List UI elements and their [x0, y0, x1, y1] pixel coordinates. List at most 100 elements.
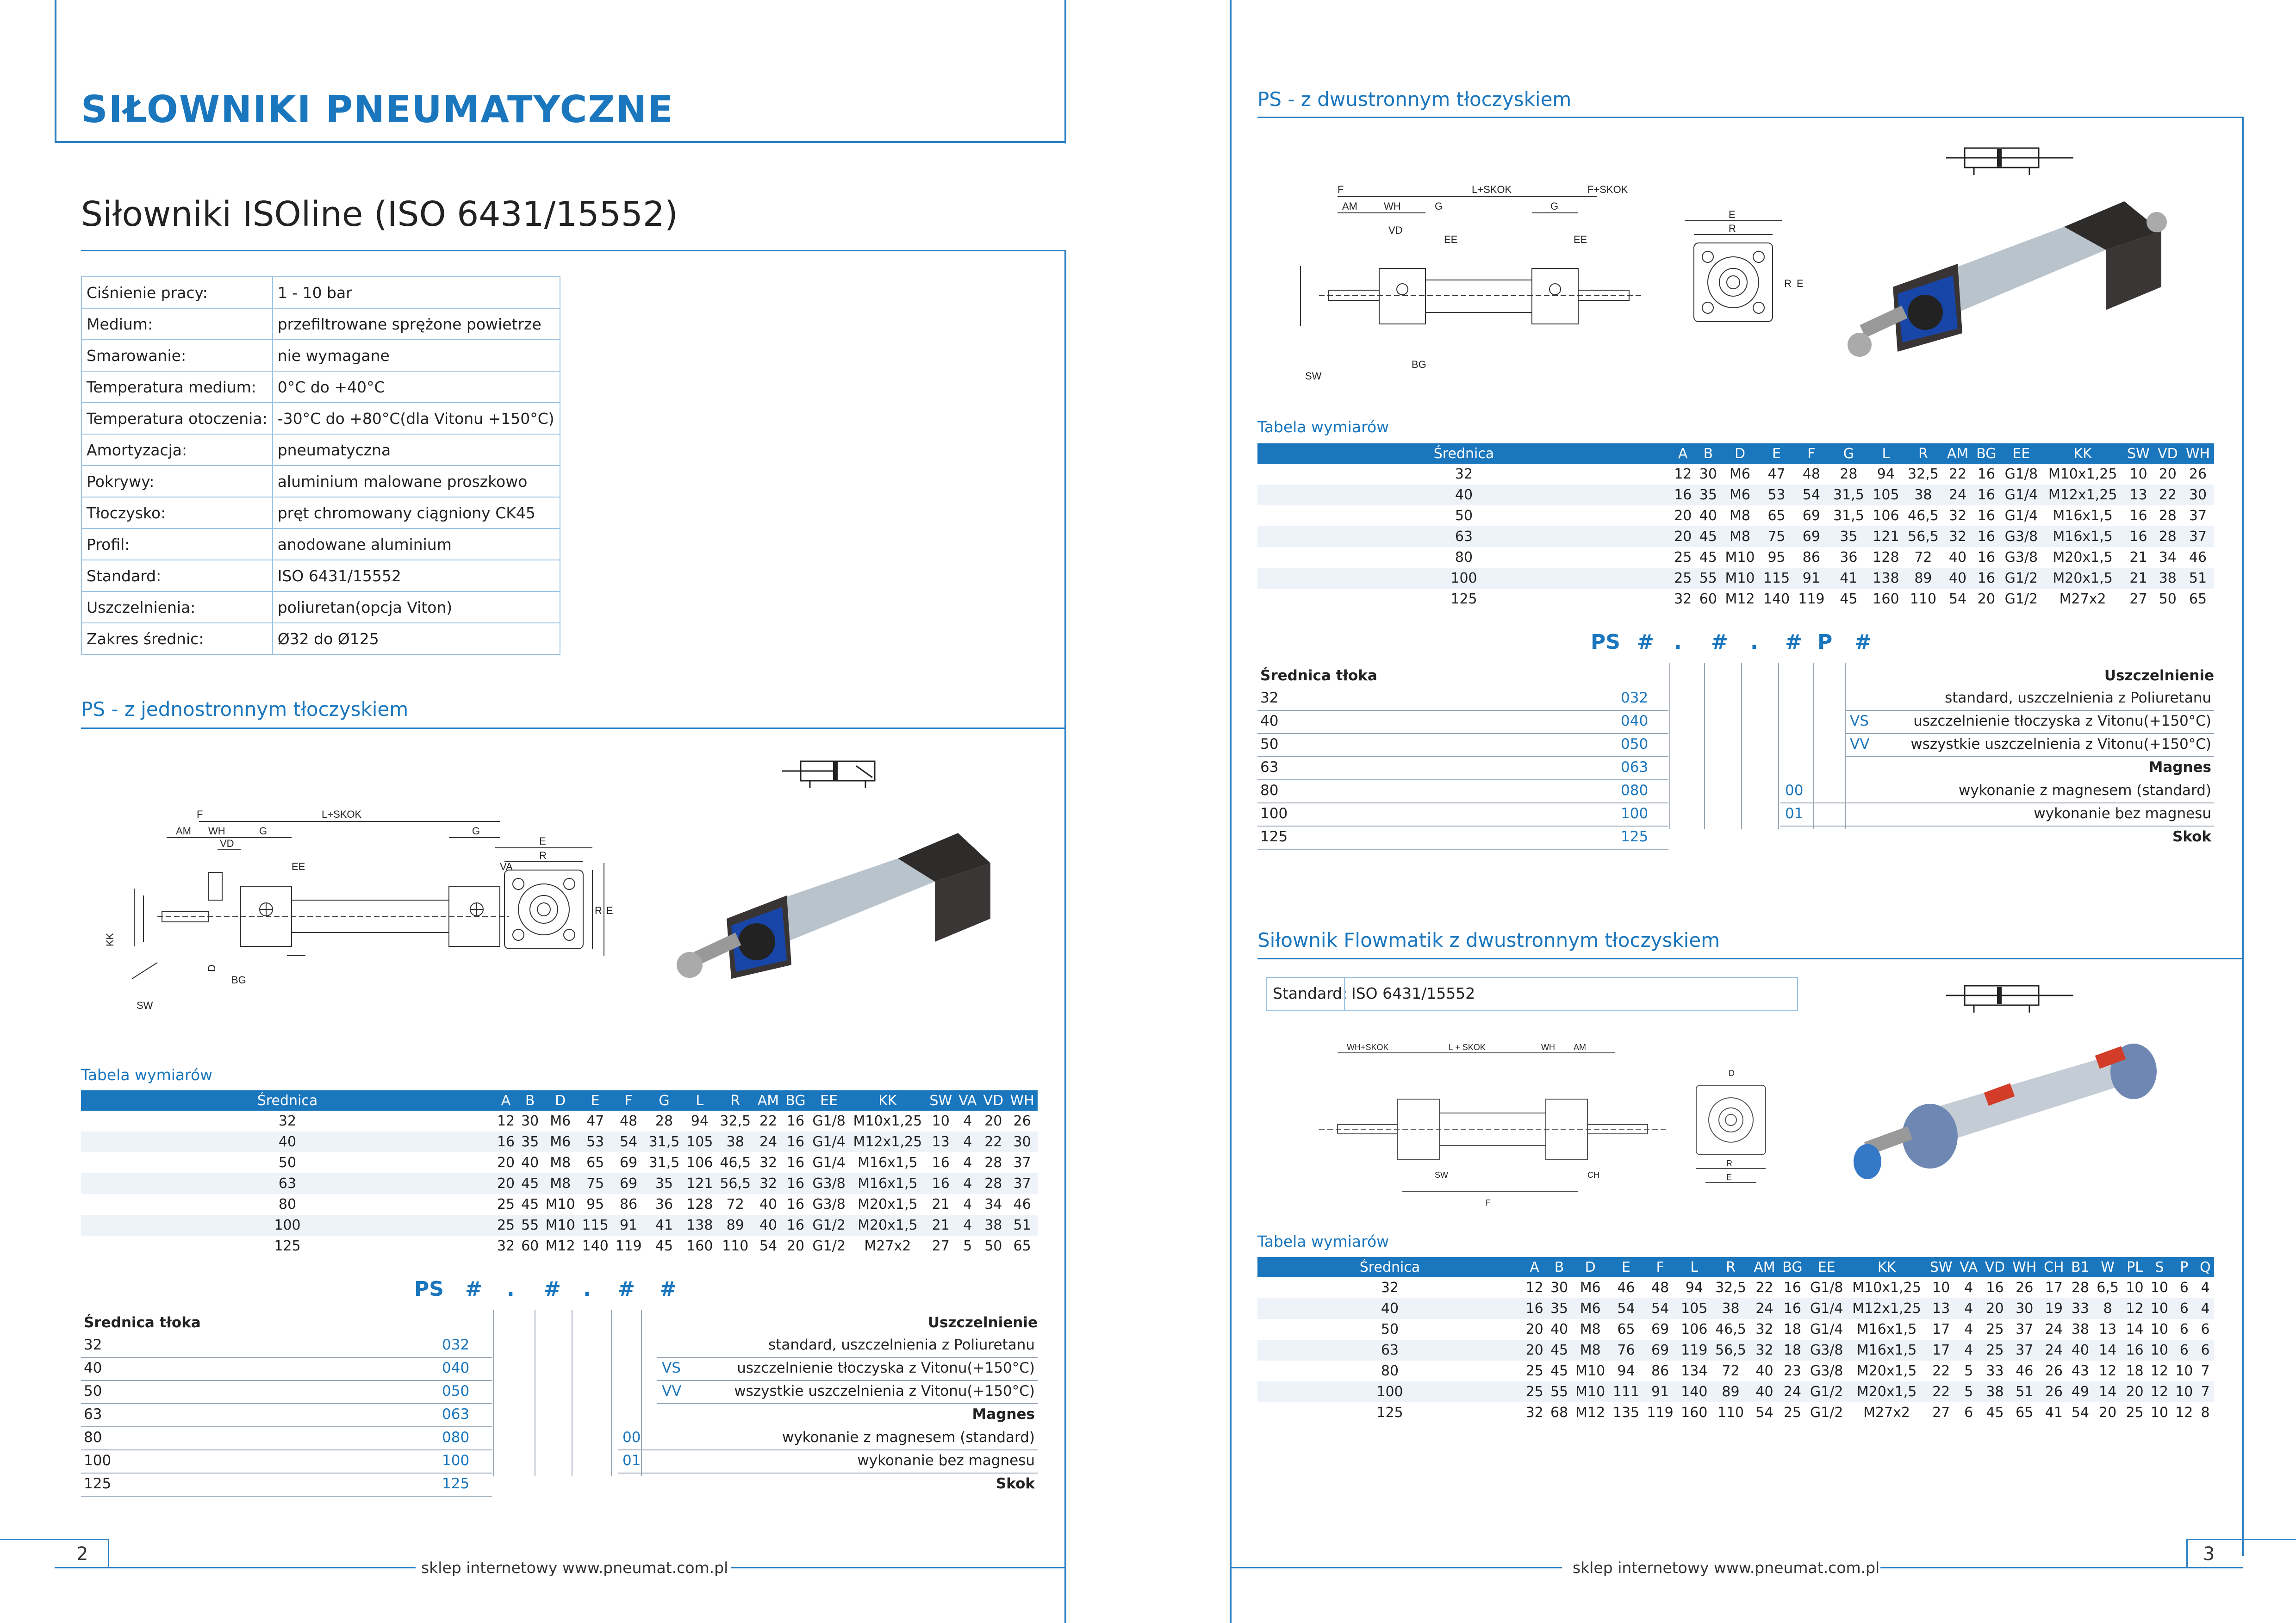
- table-cell: 51: [2009, 1381, 2041, 1402]
- dim-label-LSKOK-r: L+SKOK: [1472, 184, 1512, 195]
- table-cell: G1/2: [1806, 1381, 1848, 1402]
- col-header: EE: [2000, 443, 2042, 464]
- table-cell: 100: [81, 1215, 494, 1236]
- table-cell: G1/2: [809, 1215, 849, 1236]
- table-cell: 24: [1943, 485, 1972, 505]
- table-cell: 4: [955, 1132, 980, 1152]
- table-cell: 22: [980, 1132, 1007, 1152]
- table-cell: 4: [955, 1152, 980, 1173]
- table-cell: 4: [955, 1111, 980, 1132]
- table-cell: 140: [1677, 1381, 1711, 1402]
- magnet-code: 01: [1785, 805, 1804, 822]
- dim-label-E-r2: E: [1797, 278, 1804, 289]
- table-cell: 38: [2153, 568, 2182, 589]
- param-label: Temperatura otoczenia:: [81, 402, 273, 435]
- diam-value: 100: [84, 1452, 112, 1469]
- diam-value: 32: [84, 1337, 102, 1353]
- table-cell: 25: [494, 1194, 518, 1215]
- table-cell: 37: [1007, 1152, 1038, 1173]
- table-cell: 12: [2147, 1381, 2172, 1402]
- dim-label-EE-r: EE: [1444, 234, 1457, 245]
- table-cell: 16: [782, 1132, 809, 1152]
- table-cell: 91: [1794, 568, 1829, 589]
- row-divider: [81, 1403, 492, 1404]
- table-cell: 21: [2123, 547, 2154, 568]
- col-header: D: [1571, 1257, 1609, 1277]
- table-cell: 91: [612, 1215, 646, 1236]
- table-cell: 20: [1972, 589, 2000, 609]
- col-header: E: [1759, 443, 1794, 464]
- diam-value: 80: [1260, 782, 1279, 799]
- seal-text: wszystkie uszczelnienia z Vitonu(+150°C): [1910, 736, 2211, 752]
- table-cell: G1/2: [1806, 1402, 1848, 1423]
- seal-text: wszystkie uszczelnienia z Vitonu(+150°C): [734, 1383, 1035, 1399]
- table-cell: M8: [1721, 526, 1759, 547]
- table-cell: 16: [1779, 1298, 1806, 1319]
- magnet-header: Magnes: [2148, 759, 2211, 776]
- table-cell: 38: [1903, 485, 1943, 505]
- table-cell: 43: [2067, 1361, 2093, 1381]
- table-cell: 46,5: [1711, 1319, 1750, 1340]
- table-cell: 40: [1750, 1361, 1779, 1381]
- param-value: poliuretan(opcja Viton): [272, 591, 561, 623]
- table-cell: 20: [2122, 1381, 2147, 1402]
- diam-value: 80: [84, 1429, 102, 1446]
- table-cell: M27x2: [849, 1236, 927, 1256]
- magnet-header: Magnes: [972, 1406, 1035, 1423]
- row-divider: [81, 1473, 492, 1474]
- page-number-left: 2: [76, 1543, 88, 1565]
- table-cell: M16x1,5: [2042, 505, 2123, 526]
- footer-url-left[interactable]: sklep internetowy www.pneumat.com.pl: [421, 1559, 728, 1577]
- row-divider: [1257, 710, 1668, 711]
- table-cell: 16: [782, 1173, 809, 1194]
- flowmatik-technical-drawing: WH+SKOK L + SKOK WH AM SW CH F: [1319, 1043, 1666, 1207]
- table-cell: 89: [1711, 1381, 1750, 1402]
- table-cell: 7: [2196, 1381, 2214, 1402]
- param-label: Temperatura medium:: [81, 371, 273, 403]
- table-cell: 35: [518, 1132, 542, 1152]
- order-vline: [1741, 663, 1742, 829]
- col-header: SW: [1926, 1257, 1956, 1277]
- table-cell: 125: [1257, 589, 1670, 609]
- order-code-part: P: [1817, 630, 1833, 654]
- table-cell: 28: [2067, 1277, 2093, 1298]
- row-divider: [1257, 802, 1668, 803]
- col-header: KK: [1847, 1257, 1926, 1277]
- table-caption-left: Tabela wymiarów: [81, 1066, 213, 1084]
- param-value: Ø32 do Ø125: [272, 622, 561, 655]
- table-cell: 12: [2147, 1361, 2172, 1381]
- table-cell: M16x1,5: [1847, 1340, 1926, 1361]
- param-row: Smarowanie:nie wymagane: [81, 339, 561, 372]
- table-cell: M10x1,25: [849, 1111, 927, 1132]
- col-header: VD: [1981, 1257, 2009, 1277]
- param-value: aluminium malowane proszkowo: [272, 465, 561, 497]
- table-cell: 94: [1677, 1277, 1711, 1298]
- diam-value: 125: [1260, 828, 1288, 845]
- footer-url-right[interactable]: sklep internetowy www.pneumat.com.pl: [1573, 1559, 1880, 1577]
- table-cell: 24: [1750, 1298, 1779, 1319]
- table-cell: 33: [1981, 1361, 2009, 1381]
- table-cell: 106: [1868, 505, 1904, 526]
- table-cell: 27: [926, 1236, 956, 1256]
- table-cell: 20: [782, 1236, 809, 1256]
- table-cell: 27: [2123, 589, 2154, 609]
- param-row: Amortyzacja:pneumatyczna: [81, 434, 561, 466]
- dim-label-WH-f: WH: [1541, 1043, 1555, 1052]
- col-header: A: [1670, 443, 1696, 464]
- col-header: BG: [1972, 443, 2000, 464]
- left-page-divider: [1064, 0, 1066, 143]
- table-cell: 20: [980, 1111, 1007, 1132]
- stroke-header: Skok: [996, 1475, 1035, 1492]
- table-cell: 105: [1677, 1298, 1711, 1319]
- table-cell: 22: [1750, 1277, 1779, 1298]
- table-cell: 56,5: [1711, 1340, 1750, 1361]
